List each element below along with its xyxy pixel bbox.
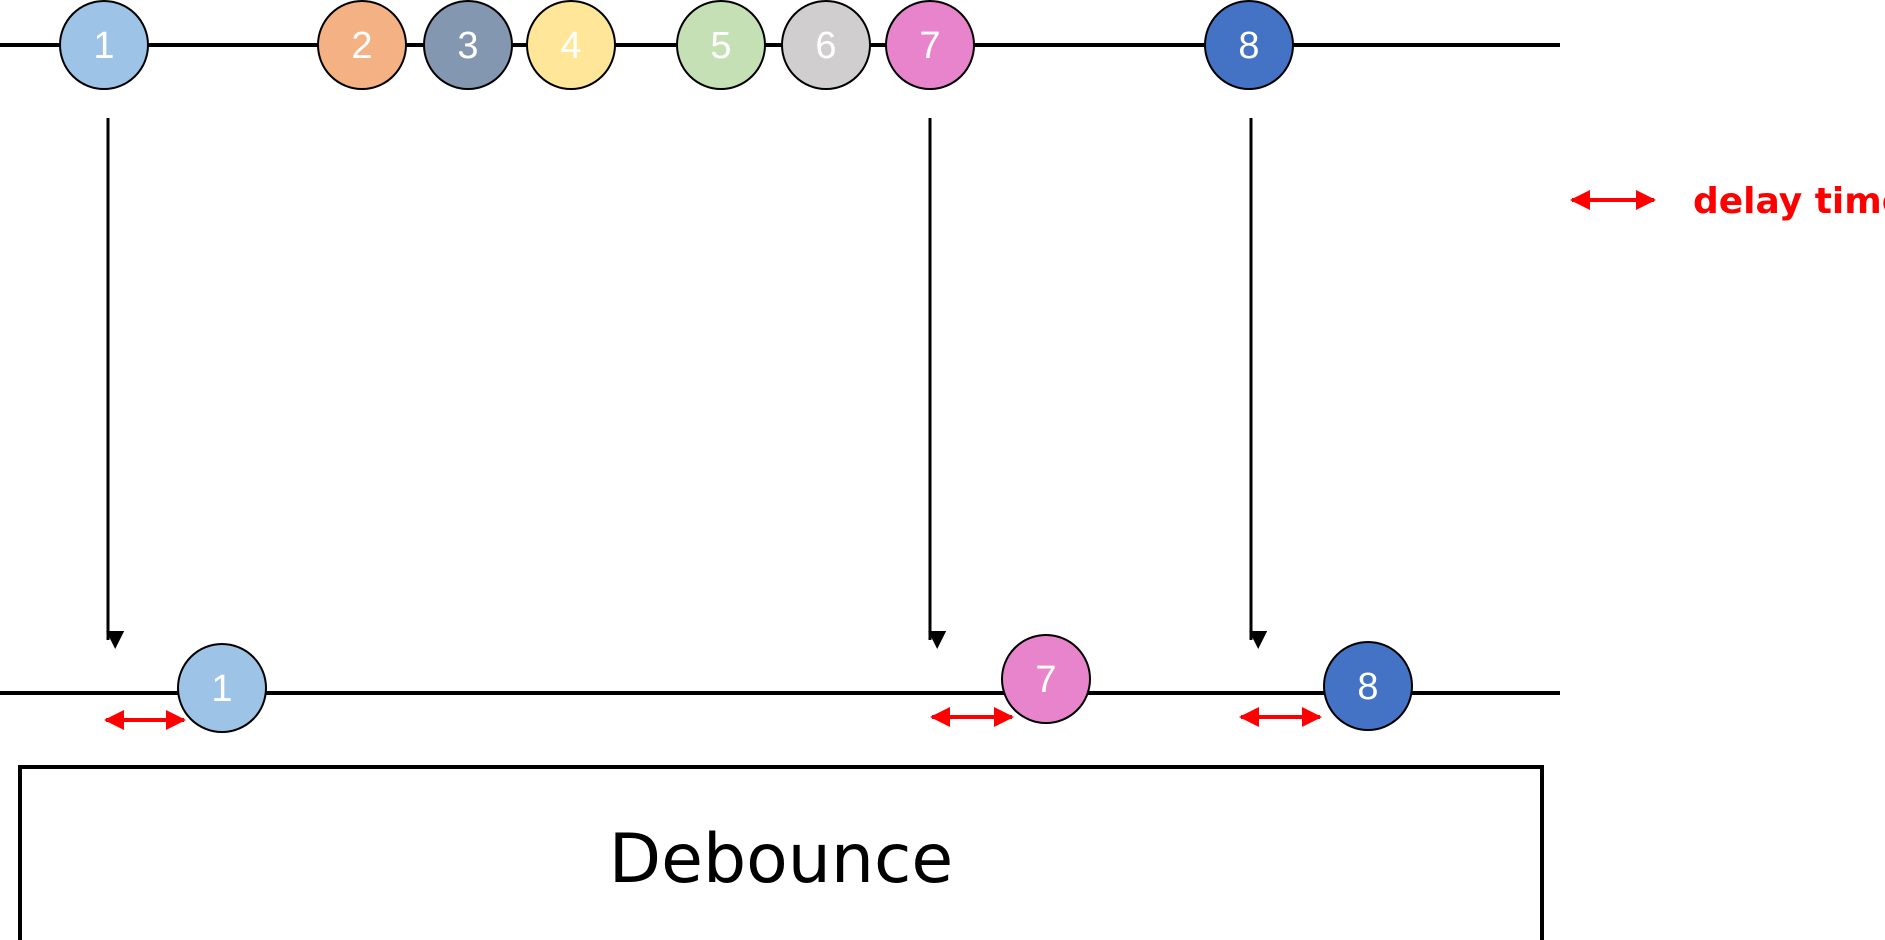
output-marble-label: 1 — [211, 668, 232, 710]
output-marble-1: 1 — [177, 643, 267, 733]
source-marble-circle — [676, 0, 766, 90]
output-marble-8: 8 — [1323, 641, 1413, 731]
operator-box — [18, 765, 1544, 940]
legend: delay time — [1570, 181, 1885, 222]
source-marble-circle — [885, 0, 975, 90]
legend-label: delay time — [1693, 181, 1885, 222]
source-marble-label: 7 — [919, 25, 940, 67]
source-marble-7: 7 — [885, 0, 975, 90]
source-marble-label: 6 — [815, 25, 836, 67]
operator-label: Debounce — [609, 820, 953, 899]
source-marble-circle — [423, 0, 513, 90]
source-marble-label: 3 — [457, 25, 478, 67]
output-marble-label: 8 — [1357, 666, 1378, 708]
output-marble-circle — [1001, 634, 1091, 724]
source-marble-label: 1 — [93, 25, 114, 67]
source-marble-label: 4 — [560, 25, 581, 67]
source-marble-circle — [1204, 0, 1294, 90]
output-marble-label: 7 — [1035, 659, 1056, 701]
source-marble-8: 8 — [1204, 0, 1294, 90]
source-marble-circle — [59, 0, 149, 90]
source-marble-label: 8 — [1238, 25, 1259, 67]
source-marbles: 1 2 3 4 5 6 7 8 — [59, 0, 1294, 90]
source-marble-3: 3 — [423, 0, 513, 90]
source-marble-1: 1 — [59, 0, 149, 90]
source-marble-label: 2 — [351, 25, 372, 67]
source-marble-2: 2 — [317, 0, 407, 90]
output-marble-circle — [1323, 641, 1413, 731]
source-marble-4: 4 — [526, 0, 616, 90]
source-marble-circle — [781, 0, 871, 90]
source-marble-5: 5 — [676, 0, 766, 90]
output-marble-circle — [177, 643, 267, 733]
source-marble-circle — [526, 0, 616, 90]
output-marbles: 1 7 8 — [177, 634, 1413, 733]
source-marble-6: 6 — [781, 0, 871, 90]
output-marble-7: 7 — [1001, 634, 1091, 724]
source-marble-label: 5 — [710, 25, 731, 67]
source-marble-circle — [317, 0, 407, 90]
